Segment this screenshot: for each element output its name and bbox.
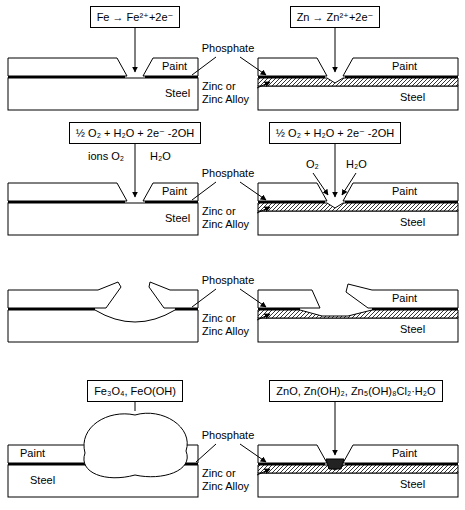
- leader-line: [196, 444, 266, 462]
- pitted-steel: [8, 310, 198, 342]
- bare-steel-panel: [8, 58, 198, 110]
- row-products: [8, 402, 458, 497]
- leader-line: [257, 207, 270, 213]
- rust-blister: [84, 413, 187, 478]
- layer-label: Steel: [165, 87, 190, 100]
- leader-line: [313, 173, 328, 195]
- zinc-layer: [258, 310, 458, 318]
- layer-label: Paint: [392, 185, 417, 198]
- galvanized-panel: [258, 183, 458, 235]
- leader-line: [335, 28, 336, 72]
- leader-line: [192, 57, 266, 75]
- row-undercut: [8, 282, 458, 342]
- layer-label: Zinc or Zinc Alloy: [202, 312, 254, 338]
- leader-line: [335, 402, 336, 455]
- leader-line: [135, 28, 136, 72]
- reaction-text: ½ O₂ + H₂O + 2e⁻ -2OH: [276, 126, 394, 140]
- reaction-text: ½ O₂ + H₂O + 2e⁻ -2OH: [76, 126, 194, 140]
- layer-label: Paint: [162, 185, 187, 198]
- paint-layer: [346, 284, 458, 308]
- layer-label: Phosphate: [202, 429, 255, 442]
- layer-label: Zinc or Zinc Alloy: [202, 80, 254, 106]
- layer-label: Phosphate: [202, 167, 255, 180]
- paint-layer: [258, 290, 320, 308]
- bare-steel-panel: [8, 183, 198, 235]
- paint-layer: [8, 282, 121, 308]
- species-label: ions O₂: [88, 150, 124, 163]
- layer-label: Steel: [165, 212, 190, 225]
- zinc-corrosion-deposit: [326, 459, 344, 469]
- leader-line: [135, 144, 136, 197]
- galvanized-panel: [258, 445, 458, 497]
- reaction-box: Zn → Zn²⁺+2e⁻: [290, 6, 381, 28]
- reaction-box: ZnO, Zn(OH)₂, Zn₅(OH)₈Cl₂·H₂O: [269, 380, 442, 402]
- reaction-box: ½ O₂ + H₂O + 2e⁻ -2OH: [269, 122, 401, 144]
- steel-layer: [258, 318, 458, 342]
- species-label: H₂O: [150, 150, 171, 163]
- reaction-text: Fe₃O₄, FeO(OH): [94, 384, 176, 398]
- layer-label: Paint: [392, 60, 417, 73]
- layer-label: Paint: [392, 292, 417, 305]
- layer-label: Phosphate: [202, 42, 255, 55]
- galvanized-panel: [258, 58, 458, 110]
- leader-line: [335, 144, 336, 197]
- layer-label: Steel: [30, 474, 55, 487]
- layer-label: Steel: [400, 478, 425, 491]
- reaction-box: ½ O₂ + H₂O + 2e⁻ -2OH: [69, 122, 201, 144]
- layer-label: Steel: [400, 216, 425, 229]
- leader-line: [342, 173, 356, 195]
- reaction-text: Fe → Fe²⁺+2e⁻: [97, 10, 174, 24]
- layer-label: Paint: [20, 447, 45, 460]
- layer-label: Zinc or Zinc Alloy: [202, 205, 254, 231]
- leader-line: [192, 182, 266, 200]
- reaction-text: ZnO, Zn(OH)₂, Zn₅(OH)₈Cl₂·H₂O: [276, 384, 435, 398]
- layer-label: Paint: [392, 447, 417, 460]
- leader-line: [257, 469, 270, 475]
- layer-label: Zinc or Zinc Alloy: [202, 467, 254, 493]
- reaction-box: Fe₃O₄, FeO(OH): [87, 380, 183, 402]
- layer-label: Phosphate: [202, 274, 255, 287]
- row-anodic: [8, 28, 458, 110]
- species-label: O₂: [306, 158, 319, 171]
- row-cathodic: [8, 144, 458, 235]
- leader-line: [192, 289, 266, 307]
- layer-label: Paint: [162, 60, 187, 73]
- layer-label: Steel: [400, 323, 425, 336]
- paint-layer: [149, 282, 198, 308]
- reaction-text: Zn → Zn²⁺+2e⁻: [297, 10, 374, 24]
- leader-line: [257, 82, 270, 88]
- layer-label: Steel: [400, 91, 425, 104]
- leader-line: [135, 402, 136, 411]
- reaction-box: Fe → Fe²⁺+2e⁻: [90, 6, 181, 28]
- species-label: H₂O: [346, 158, 367, 171]
- leader-line: [257, 314, 270, 320]
